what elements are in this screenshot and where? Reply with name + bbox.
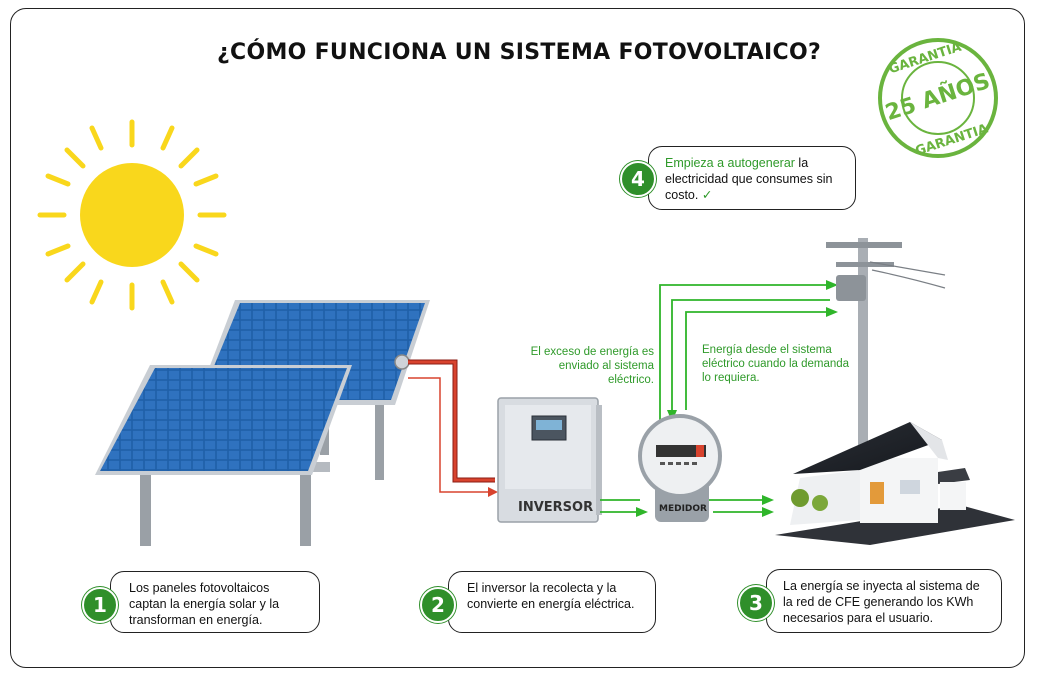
step-1-number: 1	[82, 587, 118, 623]
excess-energy-note: El exceso de energía es enviado al siste…	[530, 346, 654, 386]
utility-pole-icon	[826, 238, 946, 488]
meter-label: MEDIDOR	[659, 504, 707, 514]
badge-top-text: GARANTIA	[887, 40, 963, 78]
step-4-callout: Empieza a autogenerar la electricidad qu…	[648, 146, 856, 210]
inverter-icon	[497, 397, 602, 523]
step-2-number: 2	[420, 587, 456, 623]
step-3-number: 3	[738, 585, 774, 621]
step-3-callout: La energía se inyecta al sistema de la r…	[766, 569, 1002, 633]
page-title: ¿CÓMO FUNCIONA UN SISTEMA FOTOVOLTAICO?	[216, 40, 822, 65]
sun-icon	[37, 119, 227, 311]
house-icon	[775, 422, 1015, 545]
step-4-highlight: Empieza a autogenerar	[665, 156, 795, 170]
demand-energy-note: Energía desde el sistema eléctrico cuand…	[702, 344, 850, 384]
inverter-label: INVERSOR	[518, 500, 594, 515]
step-4-number: 4	[620, 161, 656, 197]
step-2-callout: El inversor la recolecta y la convierte …	[448, 571, 656, 633]
meter-icon	[638, 414, 722, 522]
badge-center-text: 25 AÑOS	[882, 68, 993, 126]
checkmark-icon: ✓	[698, 188, 713, 202]
outer-frame	[10, 8, 1025, 668]
step-4-text: la electricidad que consumes sin costo.	[665, 156, 833, 202]
solar-panels-icon	[95, 300, 430, 546]
warranty-badge-icon: 25 AÑOS GARANTIA GARANTIA	[878, 38, 998, 159]
step-1-callout: Los paneles fotovoltaicos captan la ener…	[110, 571, 320, 633]
